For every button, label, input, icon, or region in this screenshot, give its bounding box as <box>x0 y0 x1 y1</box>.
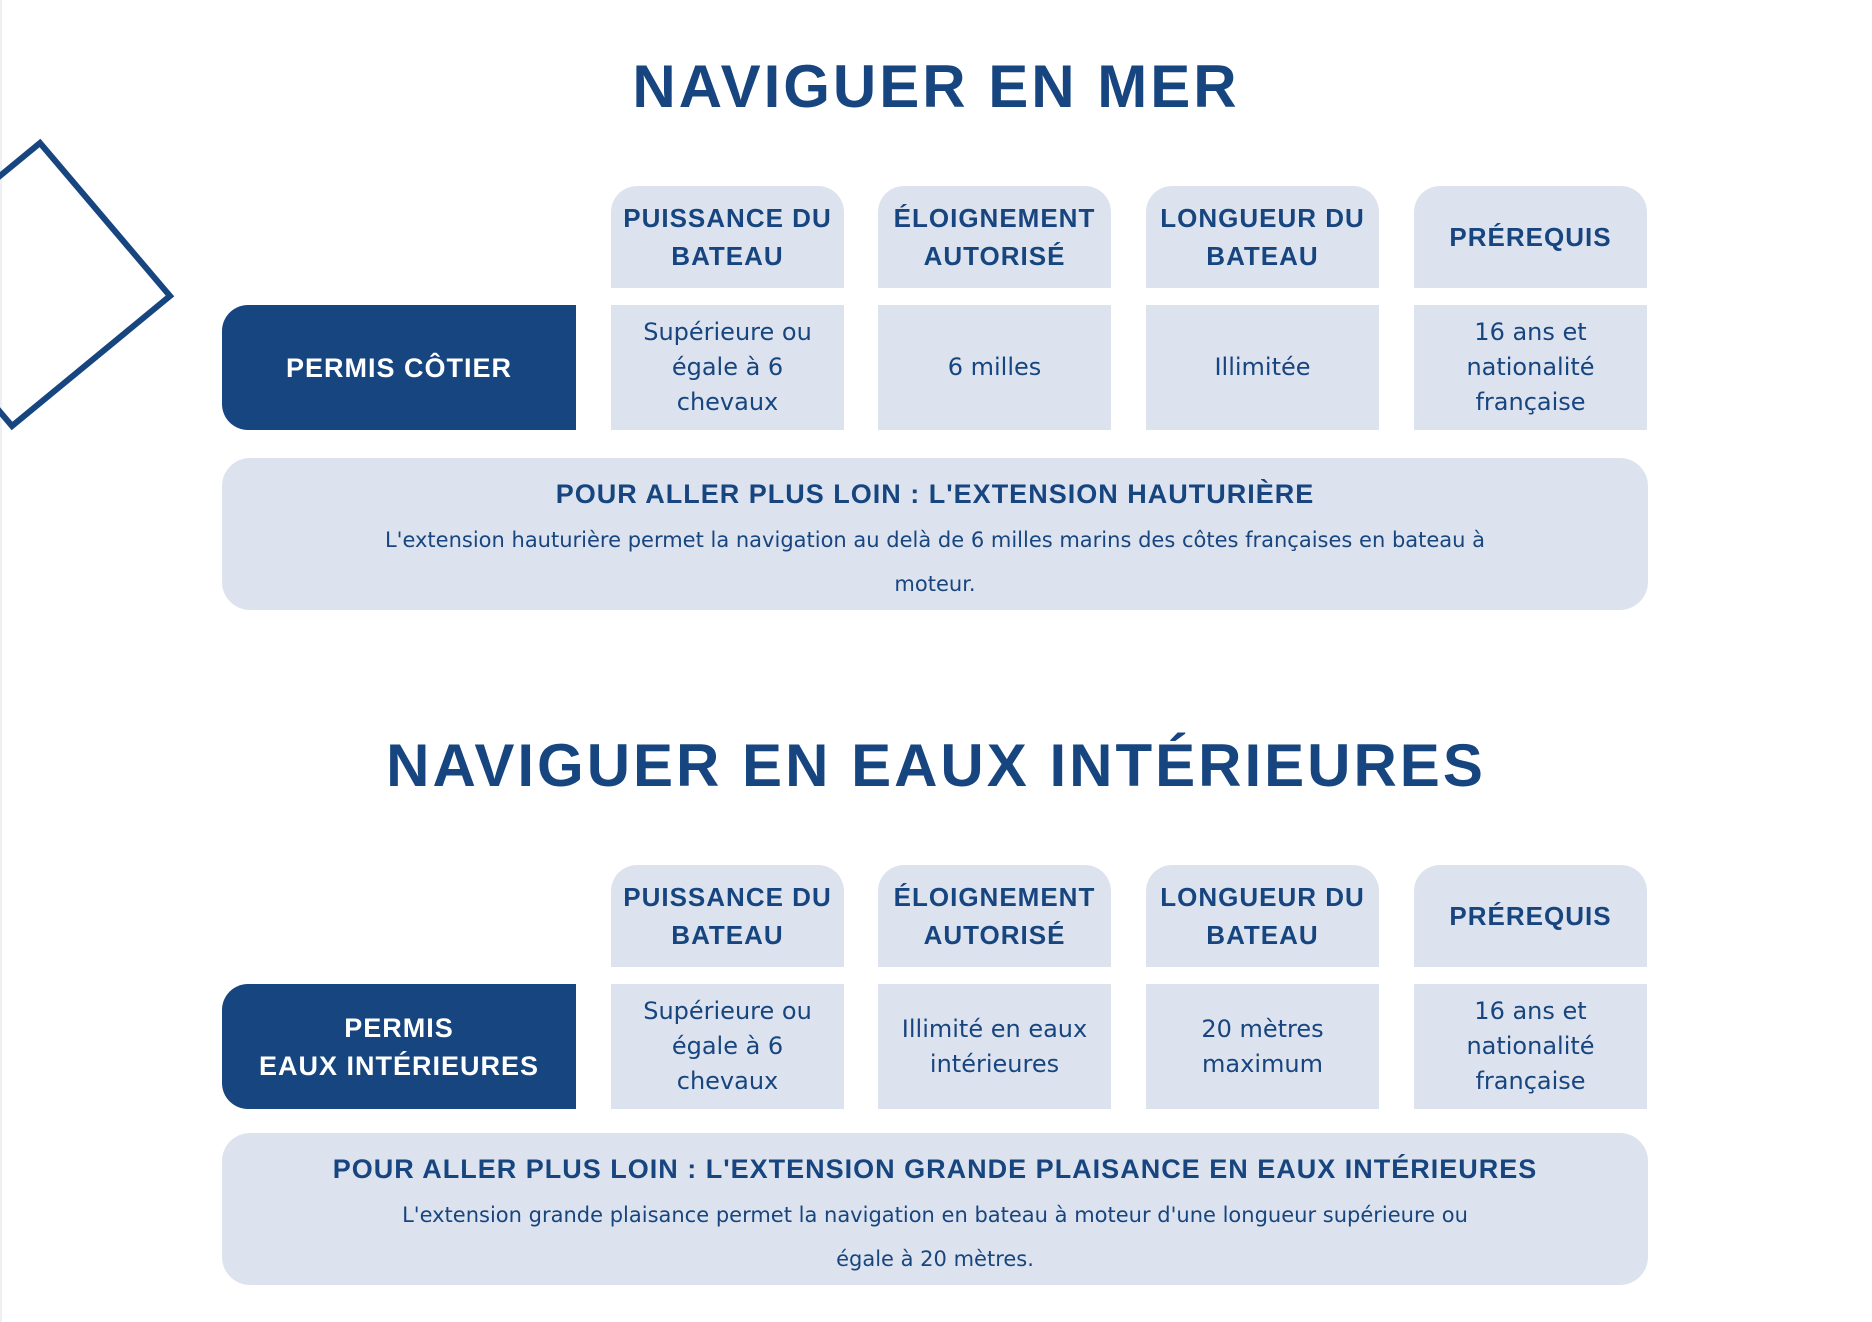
header-length: LONGUEUR DU BATEAU <box>1146 186 1379 288</box>
header-power: PUISSANCE DU BATEAU <box>611 186 844 288</box>
diamond-outline-decoration <box>0 138 175 431</box>
extension-text: L'extension grande plaisance permet la n… <box>402 1203 1468 1271</box>
section-title-inland: NAVIGUER EN EAUX INTÉRIEURES <box>386 732 1486 799</box>
extension-title: POUR ALLER PLUS LOIN : L'EXTENSION GRAND… <box>332 1154 1538 1184</box>
header-prerequisites: PRÉREQUIS <box>1414 186 1647 288</box>
header-power: PUISSANCE DU BATEAU <box>611 865 844 967</box>
cell-length: 20 mètres maximum <box>1146 984 1379 1109</box>
cell-length: Illimitée <box>1146 305 1379 430</box>
extension-title: POUR ALLER PLUS LOIN : L'EXTENSION HAUTU… <box>555 479 1315 509</box>
header-distance: ÉLOIGNEMENT AUTORISÉ <box>878 186 1111 288</box>
extension-box-offshore: POUR ALLER PLUS LOIN : L'EXTENSION HAUTU… <box>222 458 1648 610</box>
cell-power: Supérieure ou égale à 6 chevaux <box>611 305 844 430</box>
header-prerequisites: PRÉREQUIS <box>1414 865 1647 967</box>
permit-label-coastal: PERMIS CÔTIER <box>222 305 576 430</box>
permit-label-inland: PERMIS EAUX INTÉRIEURES <box>222 984 576 1109</box>
cell-prerequisites: 16 ans et nationalité française <box>1414 984 1647 1109</box>
page-edge <box>0 0 2 1322</box>
cell-distance: 6 milles <box>878 305 1111 430</box>
extension-box-large-pleasure: POUR ALLER PLUS LOIN : L'EXTENSION GRAND… <box>222 1133 1648 1285</box>
header-distance: ÉLOIGNEMENT AUTORISÉ <box>878 865 1111 967</box>
cell-distance: Illimité en eaux intérieures <box>878 984 1111 1109</box>
cell-prerequisites: 16 ans et nationalité française <box>1414 305 1647 430</box>
section-title-sea: NAVIGUER EN MER <box>632 53 1240 120</box>
cell-power: Supérieure ou égale à 6 chevaux <box>611 984 844 1109</box>
header-length: LONGUEUR DU BATEAU <box>1146 865 1379 967</box>
extension-text: L'extension hauturière permet la navigat… <box>384 528 1486 596</box>
